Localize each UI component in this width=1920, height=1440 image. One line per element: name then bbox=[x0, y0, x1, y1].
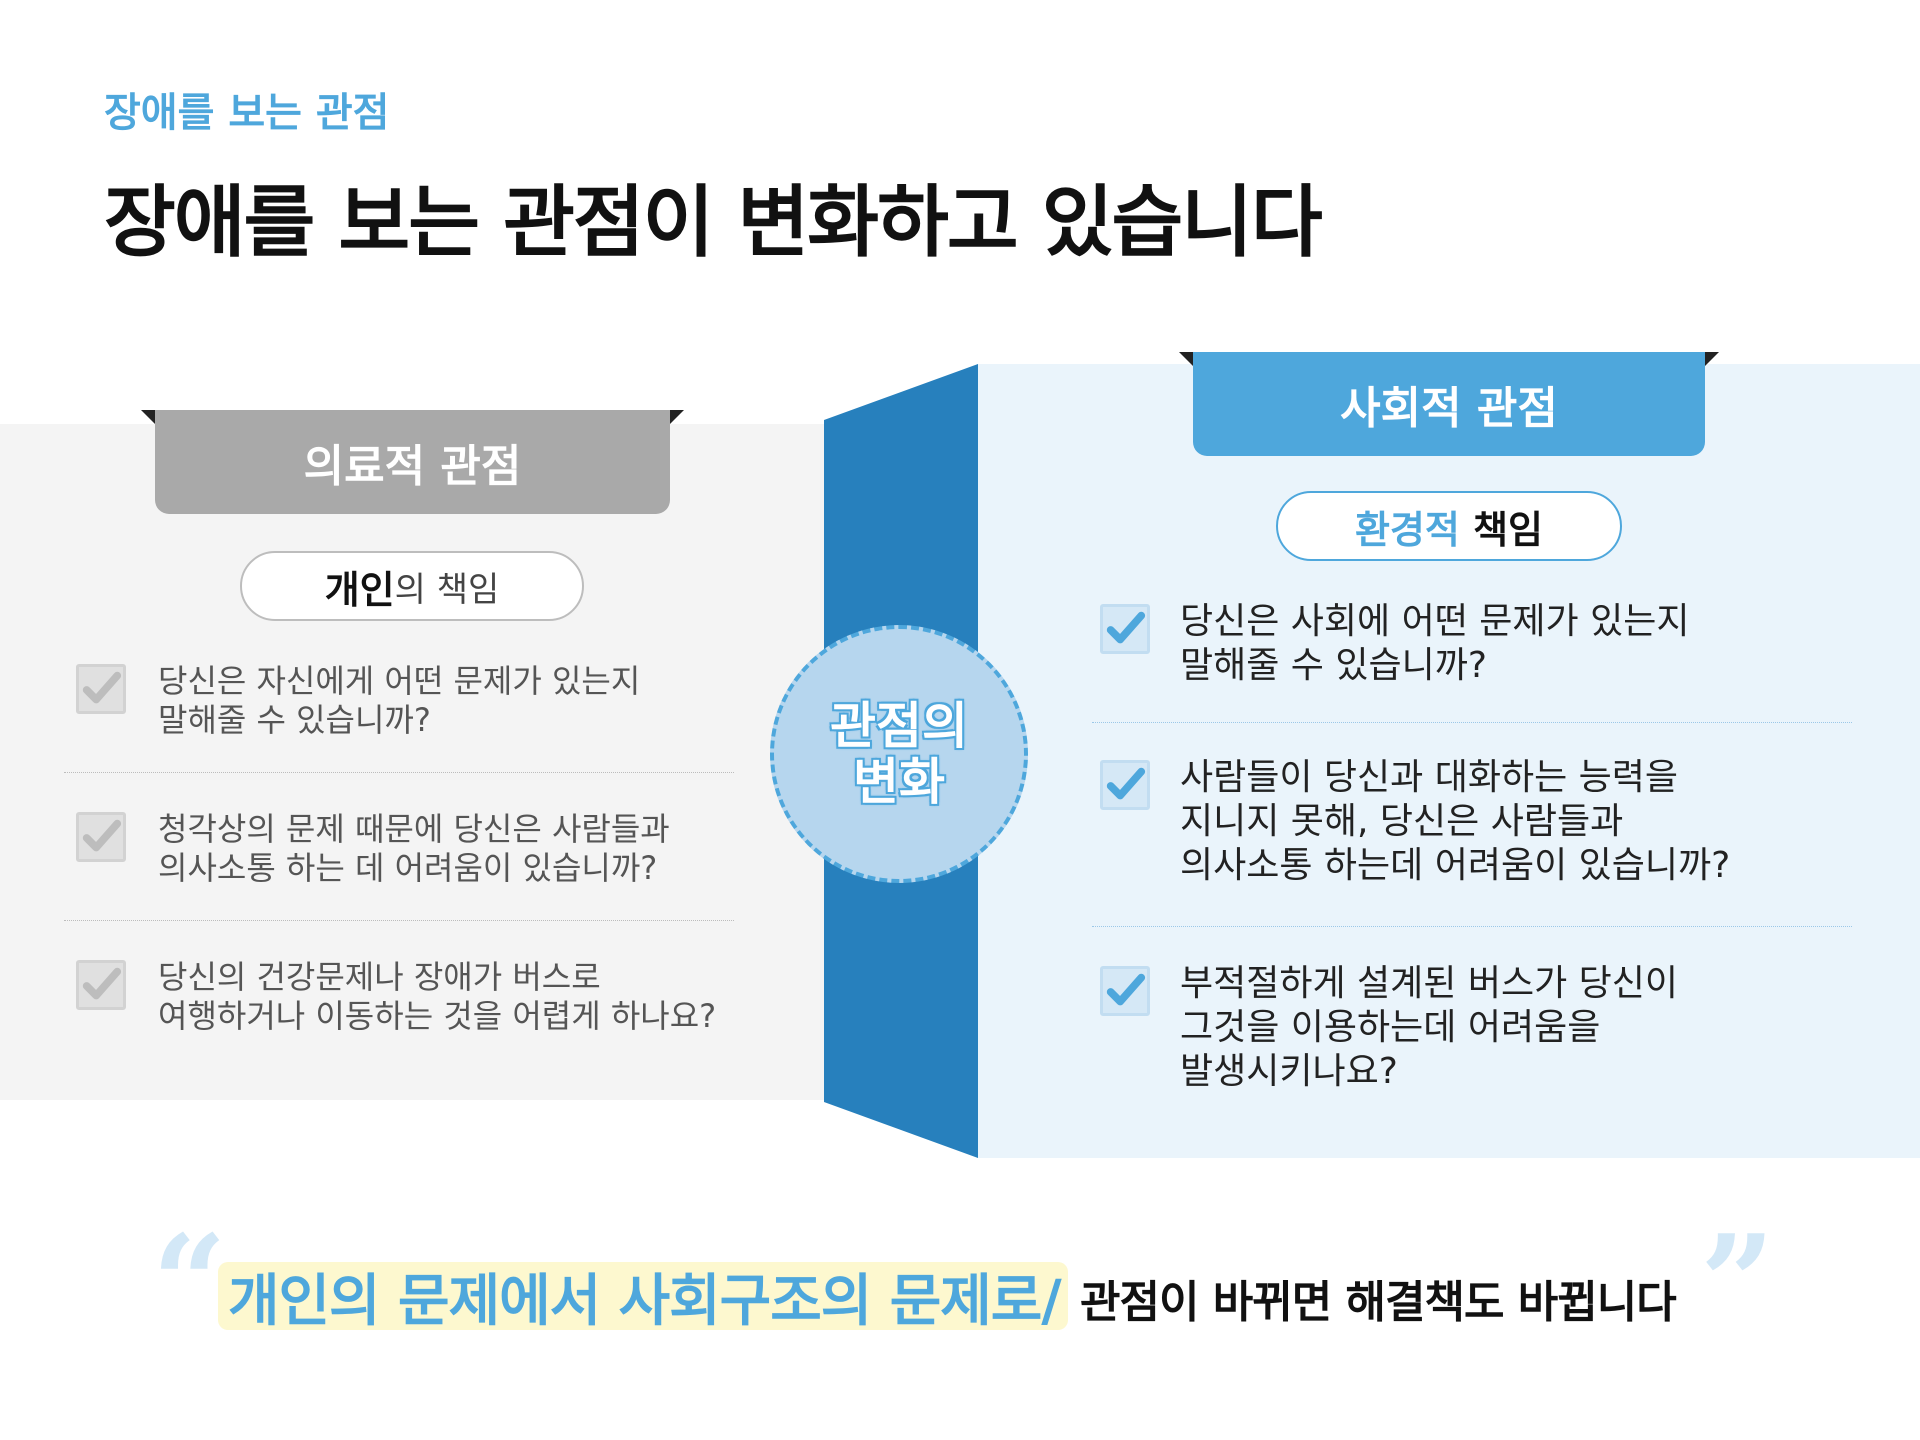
pill-rest-text: 의 책임 bbox=[394, 569, 500, 610]
footer-sub-message: 관점이 바뀌면 해결책도 바뀝니다 bbox=[1080, 1277, 1677, 1328]
page-title: 장애를 보는 관점이 변화하고 있습니다 bbox=[104, 178, 1323, 268]
question-text: 당신의 건강문제나 장애가 버스로 여행하거나 이동하는 것을 어렵게 하나요? bbox=[158, 958, 717, 1035]
medical-question-2: 청각상의 문제 때문에 당신은 사람들과 의사소통 하는 데 어려움이 있습니까… bbox=[76, 810, 670, 888]
check-icon bbox=[76, 812, 126, 862]
medical-tab-label: 의료적 관점 bbox=[303, 441, 522, 492]
circle-line-1: 관점의 bbox=[830, 697, 968, 755]
check-icon bbox=[1100, 966, 1150, 1016]
section-eyebrow: 장애를 보는 관점 bbox=[104, 90, 390, 136]
circle-line-2: 변화 bbox=[853, 753, 945, 811]
perspective-change-circle: 관점의 변화 bbox=[770, 625, 1028, 883]
medical-question-3: 당신의 건강문제나 장애가 버스로 여행하거나 이동하는 것을 어렵게 하나요? bbox=[76, 958, 716, 1036]
close-quote-icon: ” bbox=[1700, 1206, 1775, 1359]
social-question-1: 당신은 사회에 어떤 문제가 있는지 말해줄 수 있습니까? bbox=[1100, 600, 1689, 688]
pill-accent-text: 환경적 bbox=[1354, 507, 1460, 552]
social-question-3: 부적절하게 설계된 버스가 당신이 그것을 이용하는데 어려움을 발생시키나요? bbox=[1100, 962, 1678, 1094]
question-text: 당신은 사회에 어떤 문제가 있는지 말해줄 수 있습니까? bbox=[1180, 601, 1690, 686]
medical-tab-fold-left bbox=[141, 410, 155, 424]
question-text: 청각상의 문제 때문에 당신은 사람들과 의사소통 하는 데 어려움이 있습니까… bbox=[158, 810, 670, 887]
social-question-2: 사람들이 당신과 대화하는 능력을 지니지 못해, 당신은 사람들과 의사소통 … bbox=[1100, 756, 1730, 888]
divider bbox=[64, 772, 734, 773]
environmental-responsibility-pill: 환경적 책임 bbox=[1276, 491, 1622, 561]
question-text: 부적절하게 설계된 버스가 당신이 그것을 이용하는데 어려움을 발생시키나요? bbox=[1180, 963, 1679, 1092]
pill-rest-text: 책임 bbox=[1459, 507, 1544, 552]
social-tab-fold-right bbox=[1705, 352, 1719, 366]
medical-tab: 의료적 관점 bbox=[155, 410, 670, 514]
check-icon bbox=[76, 664, 126, 714]
divider bbox=[64, 920, 734, 921]
social-tab-fold-left bbox=[1179, 352, 1193, 366]
medical-panel bbox=[0, 424, 825, 1100]
footer-highlight bbox=[218, 1262, 1068, 1330]
social-tab-label: 사회적 관점 bbox=[1340, 383, 1558, 434]
footer-main-message: 개인의 문제에서 사회구조의 문제로/ bbox=[228, 1269, 1062, 1334]
question-text: 당신은 자신에게 어떤 문제가 있는지 말해줄 수 있습니까? bbox=[158, 662, 641, 739]
open-quote-icon: “ bbox=[152, 1206, 227, 1359]
pill-strong-text: 개인 bbox=[324, 567, 395, 612]
check-icon bbox=[1100, 604, 1150, 654]
check-icon bbox=[76, 960, 126, 1010]
divider bbox=[1092, 722, 1852, 723]
social-tab: 사회적 관점 bbox=[1193, 352, 1705, 456]
medical-question-1: 당신은 자신에게 어떤 문제가 있는지 말해줄 수 있습니까? bbox=[76, 662, 640, 740]
check-icon bbox=[1100, 760, 1150, 810]
medical-tab-fold-right bbox=[670, 410, 684, 424]
divider bbox=[1092, 926, 1852, 927]
question-text: 사람들이 당신과 대화하는 능력을 지니지 못해, 당신은 사람들과 의사소통 … bbox=[1180, 757, 1731, 886]
